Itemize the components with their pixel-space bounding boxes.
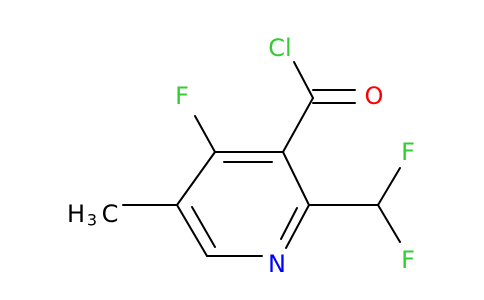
methyl-subscript: 3 bbox=[87, 211, 97, 230]
ring-fluorine-label: F bbox=[175, 82, 189, 110]
bond-n-c2 bbox=[285, 204, 310, 249]
methyl-carbon: C bbox=[102, 200, 119, 228]
bond-c4-f bbox=[194, 115, 216, 153]
methyl-hydrogen: H bbox=[67, 200, 85, 228]
chlorine-label: Cl bbox=[268, 34, 291, 62]
bond-c5-c6 bbox=[176, 204, 208, 257]
bond-c3-carbonyl bbox=[282, 97, 314, 153]
bond-chf2-f-top bbox=[377, 167, 401, 206]
bond-n-c2-inner bbox=[280, 207, 298, 240]
bond-c4-c5 bbox=[176, 151, 216, 206]
oxygen-label: O bbox=[365, 82, 384, 110]
methyl-group-label: H 3 C bbox=[67, 200, 118, 230]
bottom-fluorine-label: F bbox=[401, 246, 415, 274]
bond-c5-c6-inner bbox=[191, 206, 216, 248]
atom-labels: Cl O F F F N H 3 C bbox=[67, 34, 415, 278]
top-fluorine-label: F bbox=[401, 138, 415, 166]
bond-c2-c3 bbox=[282, 151, 310, 206]
nitrogen-label: N bbox=[268, 250, 286, 278]
bond-chf2-f-bottom bbox=[377, 204, 401, 243]
bond-carbonyl-cl bbox=[293, 61, 314, 99]
bonds bbox=[122, 61, 401, 257]
